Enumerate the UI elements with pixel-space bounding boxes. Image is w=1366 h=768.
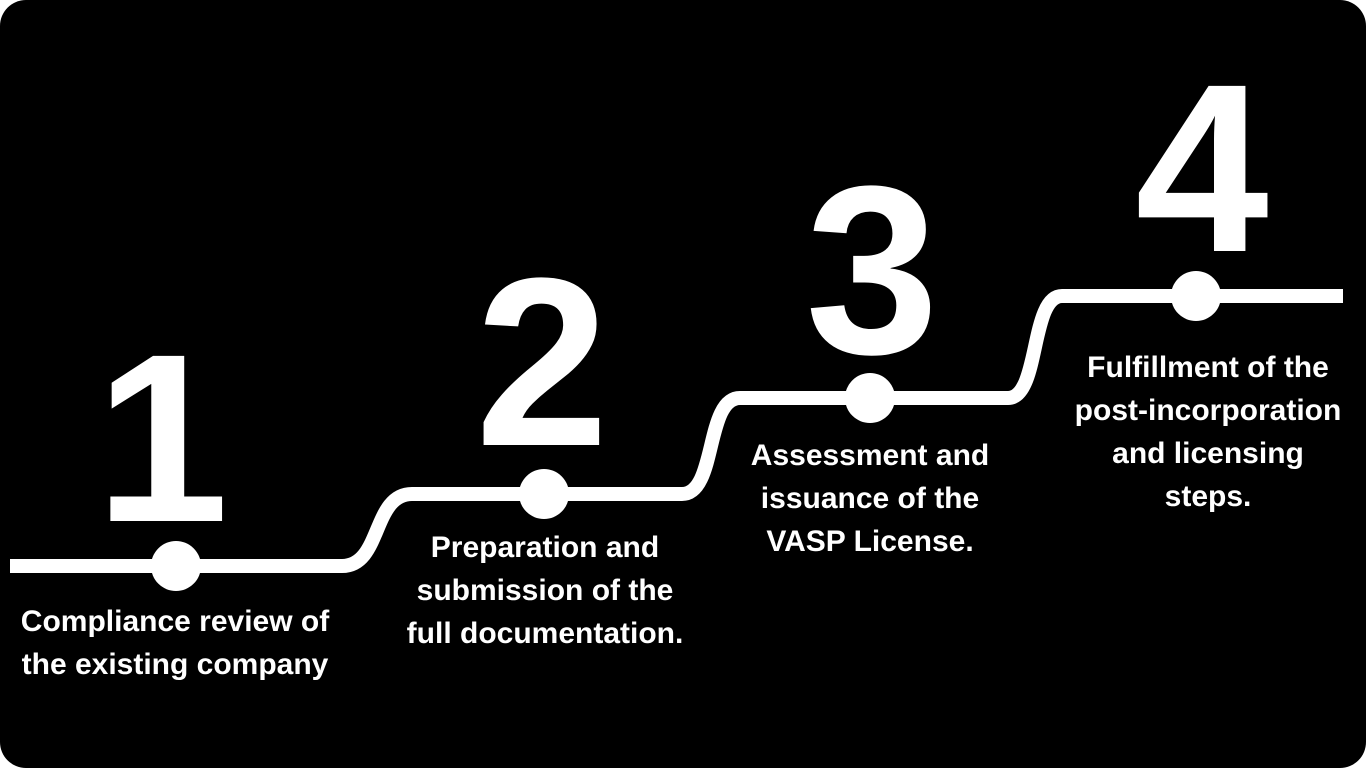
step-number-1: 1 [95,304,228,572]
step-number-4: 4 [1135,34,1268,302]
step-number-2: 2 [475,228,608,496]
step-caption-line: Assessment and [750,439,990,472]
milestone-dot-2 [519,469,569,519]
step-caption-line: VASP License. [766,525,974,558]
milestone-dot-4 [1171,271,1221,321]
connector-line [10,289,1343,573]
step-caption-line: full documentation. [406,617,684,650]
step-number-3: 3 [805,136,938,404]
step-caption-3: Assessment and issuance of the VASP Lice… [751,434,989,563]
step-caption-line: Preparation and [430,531,660,564]
step-caption-line: post-incorporation [1074,394,1342,427]
milestone-dot-1 [151,541,201,591]
step-caption-line: issuance of the [760,482,980,515]
step-caption-line: and licensing [1112,437,1304,470]
step-caption-line: Compliance review of [20,605,330,638]
step-caption-line: Fulfillment of the [1087,351,1329,384]
step-caption-1: Compliance review of the existing compan… [21,600,329,686]
step-caption-line: submission of the [416,574,674,607]
step-caption-line: the existing company [21,648,329,681]
milestone-dot-3 [845,373,895,423]
step-caption-2: Preparation and submission of the full d… [407,526,684,655]
step-caption-4: Fulfillment of the post-incorporation an… [1075,346,1342,518]
step-caption-line: steps. [1164,480,1252,513]
